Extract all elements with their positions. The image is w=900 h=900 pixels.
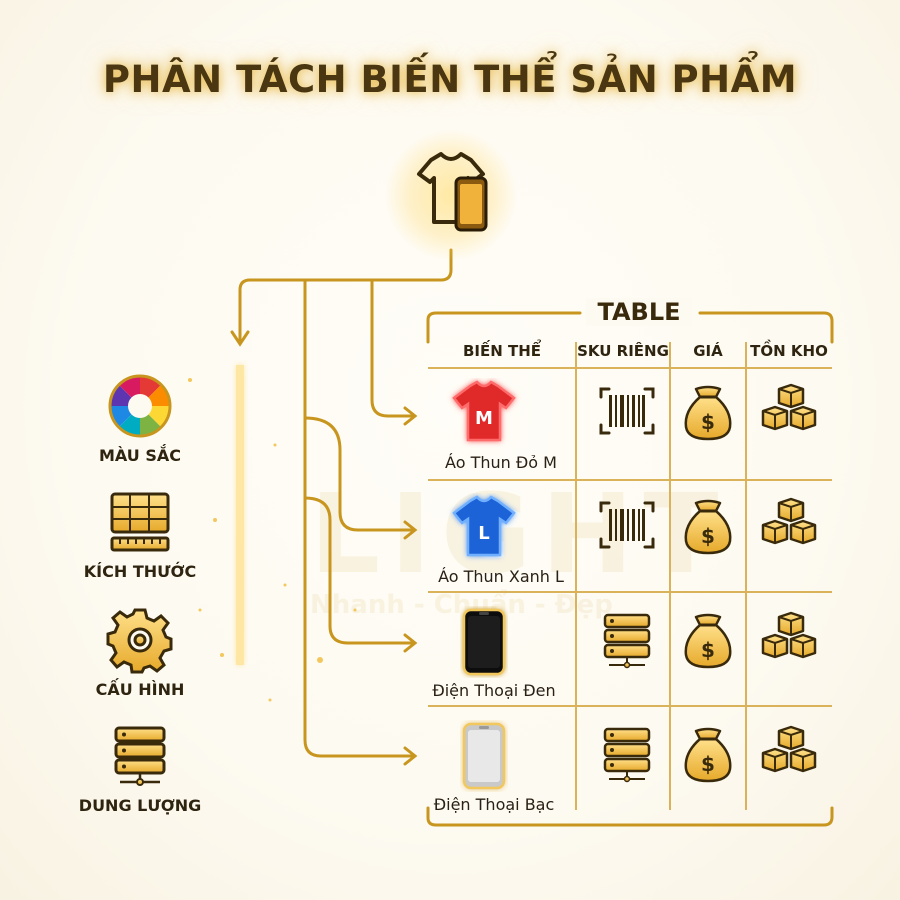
variant-name: Điện Thoại Bạc [433,795,555,814]
boxes-icon [757,497,821,561]
variant-blue-tshirt: L [444,493,524,567]
smartphone-icon [454,176,488,232]
variant-silver-phone [460,720,508,796]
gear-icon [106,608,173,674]
attribute-label: DUNG LƯỢNG [78,796,202,815]
column-header-stock: TỒN KHO [750,342,828,360]
product-hub [386,130,516,260]
column-header-price: GIÁ [693,342,723,360]
smartphone-icon [462,608,506,676]
variant-name: Áo Thun Đỏ M [445,453,557,472]
variant-name: Áo Thun Xanh L [438,567,564,586]
attribute-label: KÍCH THƯỚC [83,562,197,581]
smartphone-icon [462,722,506,790]
attribute-label: MÀU SẮC [98,446,182,465]
server-icon [595,725,659,789]
page-title: PHÂN TÁCH BIẾN THỂ SẢN PHẨM [102,58,798,101]
boxes-icon [757,383,821,447]
money-bag-icon: $ [676,383,740,447]
boxes-icon [757,725,821,789]
attribute-storage: DUNG LƯỢNG [60,722,220,815]
attribute-config: CẤU HÌNH [60,606,220,699]
svg-text:$: $ [701,410,715,434]
barcode-icon [595,497,659,561]
svg-text:$: $ [701,524,715,548]
server-storage-icon [114,726,166,786]
size-badge: L [478,523,489,544]
attribute-label: CẤU HÌNH [95,680,185,699]
attribute-size: KÍCH THƯỚC [60,488,220,581]
barcode-icon [595,383,659,447]
tshirt-icon: L [452,495,516,557]
money-bag-icon: $ [676,725,740,789]
variant-red-tshirt: M [444,378,524,452]
size-chart-icon [110,492,170,552]
column-header-sku: SKU RIÊNG [577,342,669,360]
variant-black-phone [460,606,508,682]
column-header-variant: BIẾN THỂ [462,342,542,360]
size-badge: M [475,408,493,429]
tshirt-icon [417,152,485,224]
server-icon [595,611,659,675]
svg-text:$: $ [701,752,715,776]
attribute-color: MÀU SẮC [60,372,220,465]
money-bag-icon: $ [676,497,740,561]
boxes-icon [757,611,821,675]
color-wheel-icon [108,374,172,438]
table-heading: TABLE [586,298,692,326]
svg-text:$: $ [701,638,715,662]
money-bag-icon: $ [676,611,740,675]
variant-name: Điện Thoại Đen [432,681,556,700]
tshirt-icon: M [452,380,516,442]
